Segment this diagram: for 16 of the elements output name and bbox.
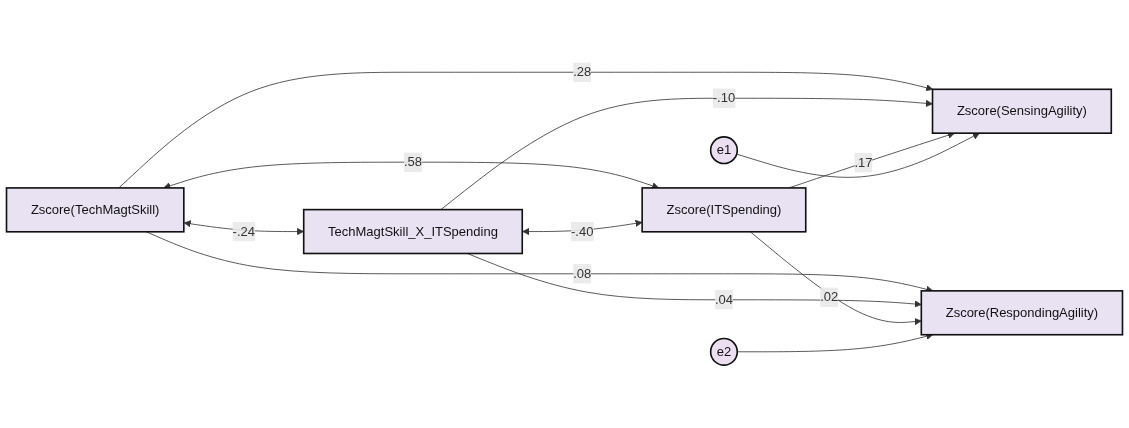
edge-label: .02 [820,290,839,304]
edge-label: .58 [403,155,423,169]
node-box: Zscore(SensingAgility) [931,88,1113,135]
node-circle: e2 [709,337,739,367]
node-box: Zscore(RespondingAgility) [920,290,1124,336]
edge-label: .04 [714,292,733,307]
edge-label: -.10 [712,91,736,105]
edge-label: -.24 [232,224,255,239]
node-circle: e1 [709,136,739,165]
edge-label: -.40 [571,224,594,239]
node-box: Zscore(TechMagtSkill) [5,187,185,233]
node-box: Zscore(ITSpending) [641,187,807,233]
edge-label: .17 [854,155,873,170]
edge-label: .28 [573,65,592,79]
node-box: TechMagtSkill_X_ITSpending [302,209,524,255]
edge-label: .08 [573,266,592,281]
